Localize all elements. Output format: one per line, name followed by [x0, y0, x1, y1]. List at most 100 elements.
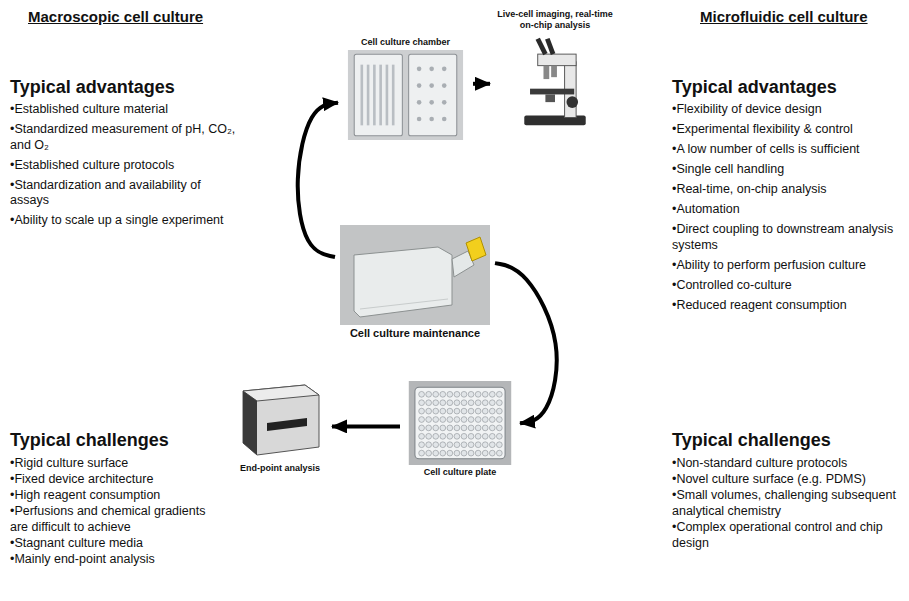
plate-well	[433, 408, 439, 414]
plate-well	[461, 417, 467, 423]
plate-well	[419, 417, 425, 423]
photo-caption: Cell culture plate	[424, 467, 497, 478]
plate-well	[489, 408, 495, 414]
plate-well	[461, 433, 467, 439]
bullet-item: •Standardization and availability of ass…	[10, 178, 242, 209]
photo-illustration	[493, 33, 617, 129]
well-dot	[417, 83, 422, 88]
plate-well	[489, 450, 495, 456]
photo-ground	[409, 381, 511, 465]
well-dot	[442, 117, 447, 122]
channel	[379, 64, 382, 125]
bullet-item: •Non-standard culture protocols	[672, 455, 904, 471]
plate-well	[475, 433, 481, 439]
plate-well	[433, 391, 439, 397]
plate-well	[447, 442, 453, 448]
plate-well	[468, 450, 474, 456]
bullet-item: •Established culture material	[10, 102, 242, 118]
plate-well	[468, 433, 474, 439]
well-dot	[442, 83, 447, 88]
bullet-item: •Real-time, on-chip analysis	[672, 182, 904, 198]
plate-well	[433, 417, 439, 423]
plate-well	[461, 400, 467, 406]
plate-well	[447, 450, 453, 456]
bullet-item: •Single cell handling	[672, 162, 904, 178]
plate-well	[419, 425, 425, 431]
channel	[386, 64, 389, 125]
plate-well	[447, 400, 453, 406]
plate-well	[440, 433, 446, 439]
plate-well	[419, 408, 425, 414]
bullet-item: •High reagent consumption	[10, 487, 222, 503]
plate-well	[419, 450, 425, 456]
plate-well	[468, 417, 474, 423]
well-dot	[429, 100, 434, 105]
objective	[551, 65, 557, 77]
photo-node: Cell culture plate	[400, 376, 520, 481]
plate-well	[426, 417, 432, 423]
photo-node: Cell culture chamber	[338, 34, 473, 145]
plate-well	[489, 425, 495, 431]
plate-well	[454, 391, 460, 397]
scope-head	[538, 54, 576, 66]
section-title: Microfluidic cell culture	[700, 8, 905, 26]
plate-well	[433, 450, 439, 456]
plate-well	[489, 433, 495, 439]
plate-well	[426, 442, 432, 448]
bullet-item: •Automation	[672, 202, 904, 218]
photo-illustration	[341, 50, 470, 140]
plate-well	[475, 391, 481, 397]
reader-slot	[267, 418, 307, 431]
eyepiece	[538, 38, 546, 53]
plate-well	[447, 408, 453, 414]
plate-well	[496, 391, 502, 397]
plate-well	[454, 433, 460, 439]
plate-well	[426, 400, 432, 406]
bullet-item: •Fixed device architecture	[10, 471, 222, 487]
plate-well	[496, 433, 502, 439]
plate-well	[454, 425, 460, 431]
plate-well	[440, 417, 446, 423]
eyepiece	[547, 38, 553, 53]
bullet-item: •Stagnant culture media	[10, 535, 222, 551]
text-column: Macroscopic cell culture	[28, 8, 258, 26]
plate-well	[454, 442, 460, 448]
plate-frame	[415, 387, 505, 459]
plate-well	[447, 425, 453, 431]
plate-well	[433, 442, 439, 448]
well-dot	[417, 117, 422, 122]
list-heading: Typical challenges	[672, 430, 904, 451]
bullet-item: •Complex operational control and chip de…	[672, 519, 904, 551]
plate-well	[468, 391, 474, 397]
plate-well	[461, 408, 467, 414]
photo-illustration	[403, 381, 517, 465]
well-dot	[442, 66, 447, 71]
plate-well	[482, 442, 488, 448]
plate-well	[419, 442, 425, 448]
slide	[354, 54, 402, 136]
bullet-item: •Small volumes, challenging subsequent a…	[672, 487, 904, 519]
bullet-item: •Reduced reagent consumption	[672, 298, 904, 314]
plate-well	[440, 391, 446, 397]
bullet-item: •Direct coupling to downstream analysis …	[672, 222, 904, 253]
plate-well	[475, 408, 481, 414]
well-dot	[429, 83, 434, 88]
plate-well	[433, 425, 439, 431]
plate-well	[440, 400, 446, 406]
photo-node: End-point analysis	[228, 376, 332, 477]
plate-well	[461, 442, 467, 448]
list-heading: Typical advantages	[672, 77, 904, 98]
photo-illustration	[231, 381, 329, 461]
flask-body	[354, 247, 452, 317]
plate-well	[426, 425, 432, 431]
plate-well	[440, 442, 446, 448]
plate-well	[468, 408, 474, 414]
list-heading: Typical advantages	[10, 77, 242, 98]
condenser	[545, 94, 555, 102]
channel	[392, 64, 395, 125]
bullet-item: •Ability to scale up a single experiment	[10, 213, 242, 229]
text-column: Microfluidic cell culture	[700, 8, 905, 26]
scope-stage	[530, 88, 574, 94]
reader-top	[243, 385, 319, 401]
plate-well	[489, 417, 495, 423]
